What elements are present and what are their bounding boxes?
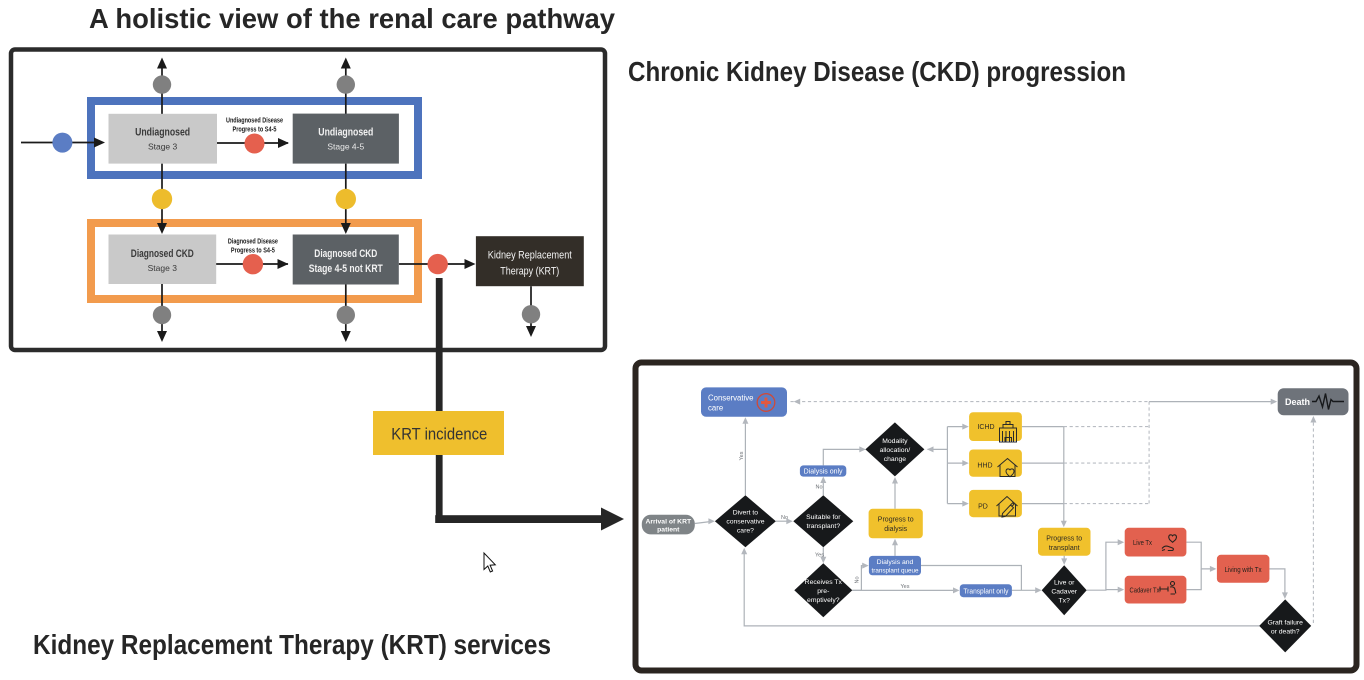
svg-text:Yes: Yes (739, 451, 745, 460)
svg-text:Progress to: Progress to (878, 517, 914, 524)
svg-text:Conservative: Conservative (708, 394, 754, 403)
svg-text:Undiagnosed: Undiagnosed (135, 127, 190, 139)
svg-text:pre-: pre- (817, 588, 829, 595)
svg-text:change: change (884, 456, 907, 463)
svg-text:Dialysis only: Dialysis only (804, 469, 843, 476)
svg-text:Living with Tx: Living with Tx (1225, 565, 1262, 574)
svg-text:Yes: Yes (815, 553, 824, 559)
svg-text:Modality: Modality (882, 438, 908, 445)
svg-text:Diagnosed CKD: Diagnosed CKD (131, 248, 194, 260)
svg-text:transplant: transplant (1049, 545, 1080, 552)
svg-text:transplant?: transplant? (806, 523, 840, 530)
svg-text:patient: patient (657, 526, 680, 533)
svg-text:Transplant only: Transplant only (963, 588, 1008, 595)
svg-text:care: care (708, 404, 723, 413)
svg-text:Progress to S4-5: Progress to S4-5 (231, 248, 275, 255)
svg-text:dialysis: dialysis (884, 526, 907, 533)
svg-text:Undiagnosed Disease: Undiagnosed Disease (226, 118, 283, 125)
svg-text:PD: PD (978, 504, 988, 511)
svg-text:allocation/: allocation/ (880, 447, 911, 454)
svg-text:conservative: conservative (726, 519, 764, 526)
svg-text:Live Tx: Live Tx (1133, 538, 1152, 547)
svg-text:Stage 4-5 not KRT: Stage 4-5 not KRT (309, 263, 383, 275)
svg-text:KRT incidence: KRT incidence (391, 426, 487, 444)
svg-text:Progress to: Progress to (1046, 536, 1082, 543)
svg-text:Progress to S4-5: Progress to S4-5 (233, 127, 277, 134)
svg-text:transplant queue: transplant queue (872, 568, 919, 575)
svg-text:Tx?: Tx? (1059, 598, 1071, 605)
svg-text:Suitable for: Suitable for (806, 514, 841, 521)
svg-text:Kidney Replacement: Kidney Replacement (488, 250, 572, 262)
svg-text:or death?: or death? (1271, 629, 1300, 636)
svg-text:Diagnosed Disease: Diagnosed Disease (228, 239, 278, 246)
svg-text:Arrival of KRT: Arrival of KRT (645, 518, 692, 525)
svg-text:Stage 3: Stage 3 (148, 263, 178, 273)
svg-text:Therapy (KRT): Therapy (KRT) (500, 266, 559, 278)
svg-text:Cadaver Tx: Cadaver Tx (1130, 586, 1160, 595)
svg-text:Divert to: Divert to (733, 510, 759, 517)
svg-text:Live or: Live or (1054, 580, 1075, 587)
svg-text:Stage 3: Stage 3 (148, 142, 178, 152)
svg-text:A holistic view of the renal c: A holistic view of the renal care pathwa… (89, 3, 616, 34)
svg-text:Undiagnosed: Undiagnosed (318, 127, 373, 139)
svg-text:care?: care? (737, 528, 754, 535)
svg-text:Death: Death (1285, 397, 1310, 407)
svg-text:Kidney Replacement Therapy (KR: Kidney Replacement Therapy (KRT) service… (33, 629, 551, 660)
svg-text:Chronic Kidney Disease (CKD) p: Chronic Kidney Disease (CKD) progression (628, 56, 1126, 87)
svg-text:No: No (815, 485, 822, 491)
svg-text:Yes: Yes (901, 584, 910, 590)
svg-text:No: No (855, 576, 861, 583)
svg-text:Stage 4-5: Stage 4-5 (327, 142, 364, 152)
svg-text:emptively?: emptively? (807, 597, 840, 604)
svg-text:No: No (781, 515, 788, 521)
svg-text:Cadaver: Cadaver (1051, 589, 1077, 596)
svg-text:Graft failure: Graft failure (1267, 620, 1303, 627)
svg-text:Dialysis and: Dialysis and (877, 559, 914, 566)
svg-text:Receives Tx: Receives Tx (805, 579, 843, 586)
svg-text:ICHD: ICHD (977, 424, 994, 431)
svg-text:HHD: HHD (977, 463, 992, 470)
svg-text:Diagnosed CKD: Diagnosed CKD (314, 248, 377, 260)
